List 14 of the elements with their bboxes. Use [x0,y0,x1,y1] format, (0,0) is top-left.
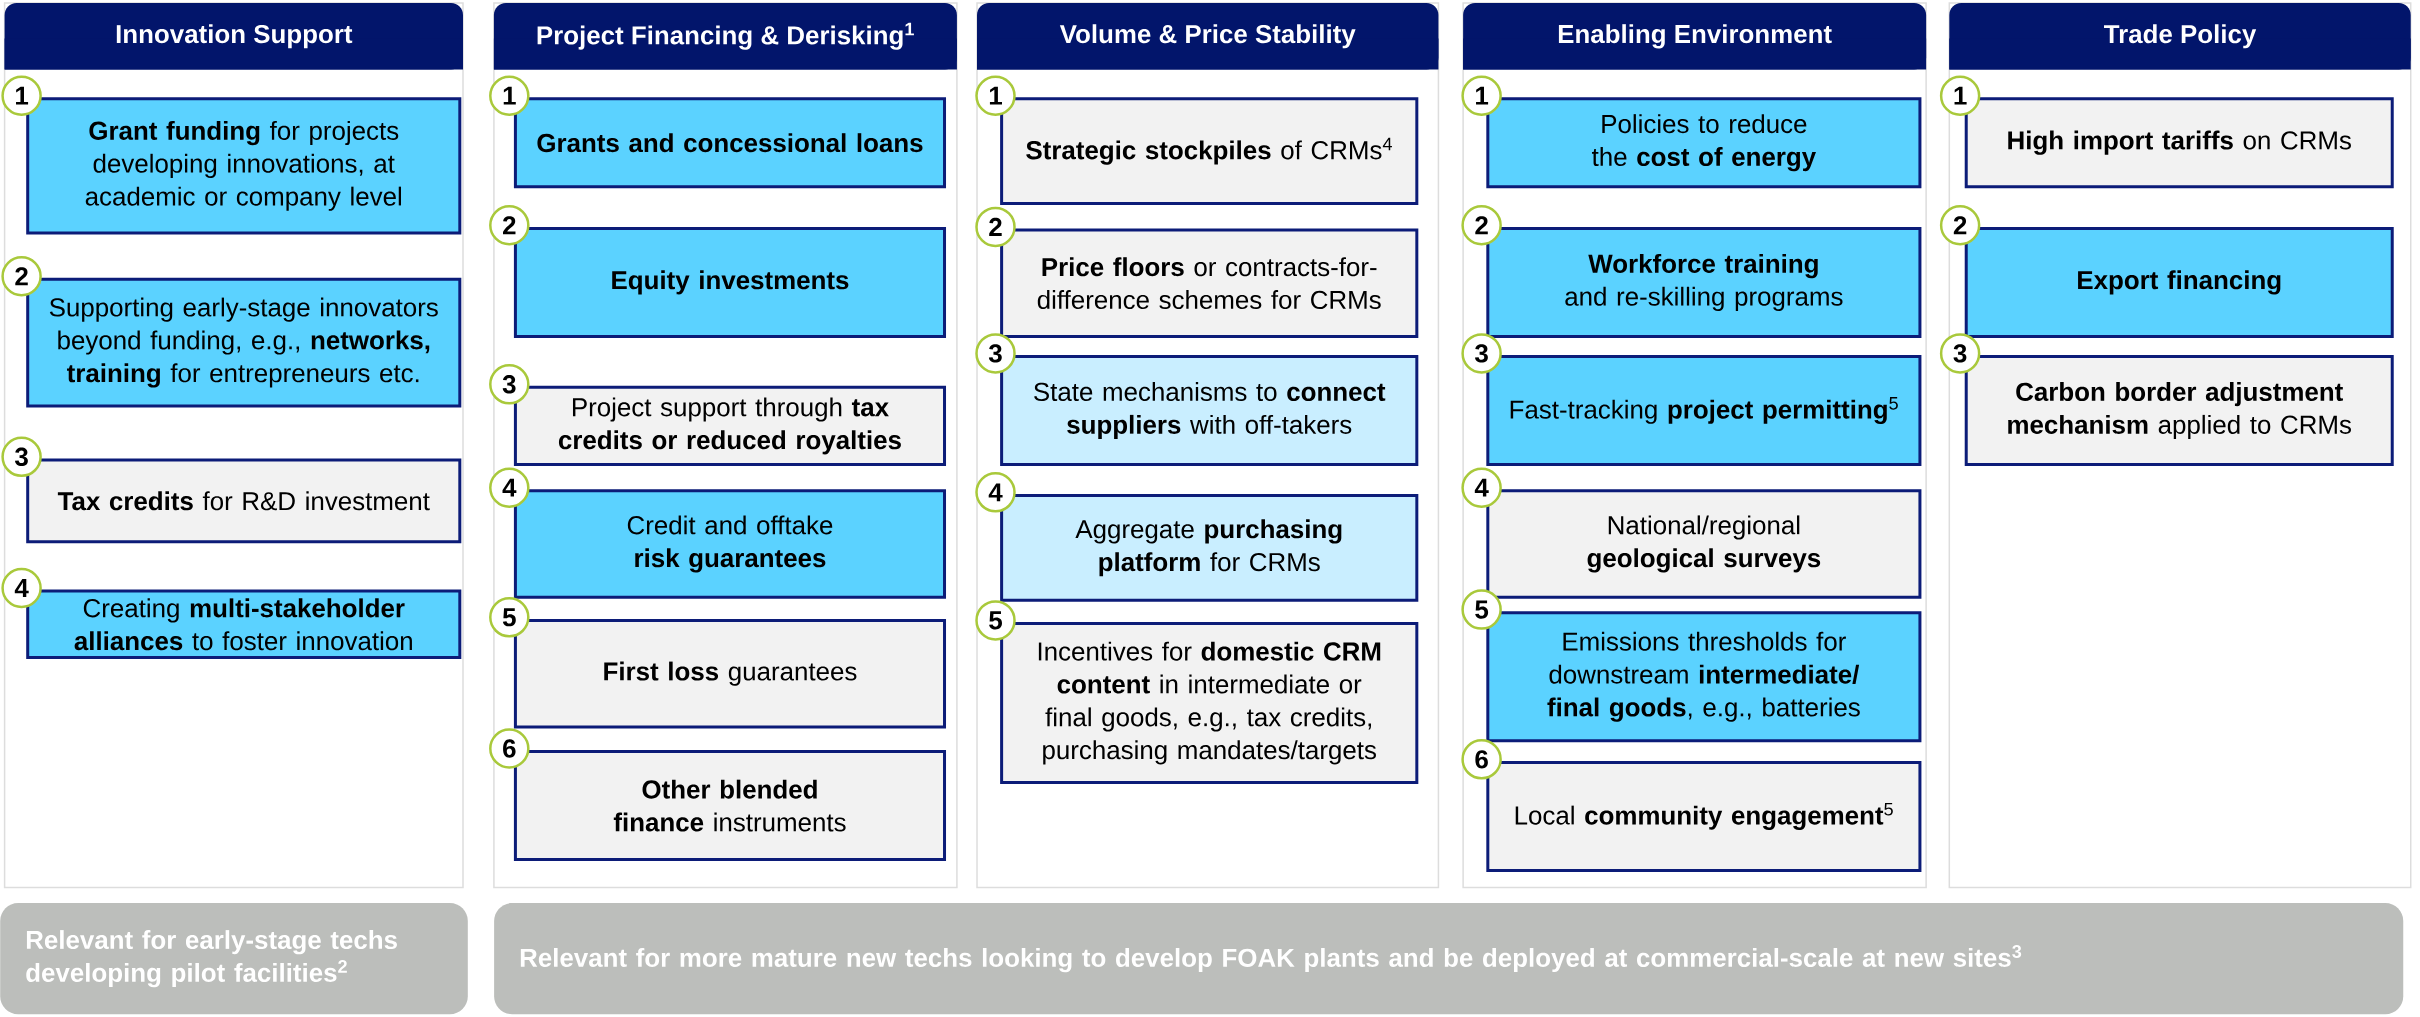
number-badge: 1 [1461,75,1502,116]
number-badge: 2 [1,256,42,297]
scope-bar: Relevant for more mature new techs looking to develop FOAK plants and be deployed at commercial-scale at new sites$^{3}$ [494,903,2404,1015]
number-badge: 1 [975,75,1016,116]
number-badge: 1 [1,75,42,116]
number-badge: 2 [975,206,1016,248]
number-badge: 2 [1461,205,1502,246]
number-badge: 5 [975,600,1016,641]
number-badge: 6 [1461,739,1502,780]
scope-bar: Relevant for early-stage techs developing pilot facilities$^{2}$ [0,903,468,1015]
number-badge: 3 [1461,333,1502,374]
number-badge: 5 [1461,589,1502,630]
number-badge: 3 [975,333,1016,374]
number-badge: 3 [1,436,42,478]
